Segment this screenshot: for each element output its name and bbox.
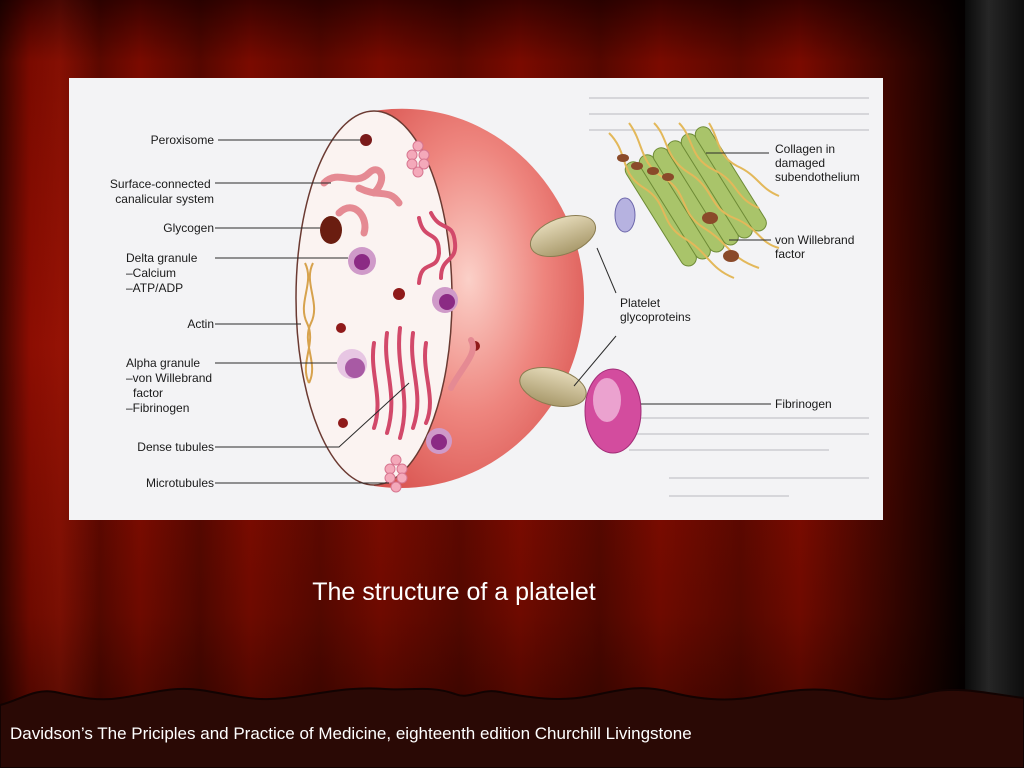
label-fibrinogen: Fibrinogen	[775, 397, 832, 411]
label-delta-granule: Delta granule –Calcium –ATP/ADP	[126, 251, 201, 295]
dark-side-panel	[965, 0, 1024, 700]
label-glycogen: Glycogen	[163, 221, 214, 235]
alpha-granule	[337, 349, 367, 379]
glycogen-particle	[320, 216, 342, 244]
right-label-group: Collagen in damaged subendothelium von W…	[620, 142, 860, 411]
dense-tubules	[371, 211, 458, 440]
microtubule-flower-top	[406, 140, 430, 178]
vwf-binding-site	[614, 197, 636, 233]
delta-granule	[348, 247, 376, 275]
label-actin: Actin	[187, 317, 214, 331]
label-dense-tubules: Dense tubules	[137, 440, 214, 454]
leader-lines	[215, 139, 771, 484]
slide-caption: The structure of a platelet	[312, 578, 596, 606]
label-surface-connected-canalicular-system: Surface-connected canalicular system	[110, 177, 214, 206]
left-label-group: Peroxisome Surface-connected canalicular…	[110, 133, 215, 490]
label-collagen: Collagen in damaged subendothelium	[775, 142, 860, 184]
granule-right-upper	[432, 287, 458, 313]
fibrinogen-highlight	[593, 378, 621, 422]
label-microtubules: Microtubules	[146, 476, 214, 490]
label-von-willebrand-factor: von Willebrand factor	[775, 233, 858, 261]
canalicular-hook	[448, 337, 476, 391]
label-alpha-granule: Alpha granule –von Willebrand factor –Fi…	[126, 356, 215, 415]
glycoprotein-vwf-receptor	[529, 214, 597, 258]
source-citation: Davidson’s The Priciples and Practice of…	[10, 724, 692, 743]
collagen-bundle	[608, 122, 780, 279]
glycoprotein-fibrinogen-receptor	[519, 367, 587, 407]
platelet-diagram-svg: Peroxisome Surface-connected canalicular…	[110, 97, 869, 497]
platelet-diagram: Peroxisome Surface-connected canalicular…	[69, 78, 883, 520]
label-peroxisome: Peroxisome	[151, 133, 215, 147]
label-platelet-glycoproteins: Platelet glycoproteins	[620, 296, 691, 324]
granule-right-lower	[426, 428, 452, 454]
canalicular-system-tubes	[320, 166, 403, 237]
background-page-texture	[589, 97, 869, 497]
microtubule-flower-bottom	[384, 454, 408, 493]
peroxisome-organelle	[360, 134, 372, 146]
actin-filaments	[302, 262, 316, 384]
bottom-torn-band	[0, 687, 1024, 768]
